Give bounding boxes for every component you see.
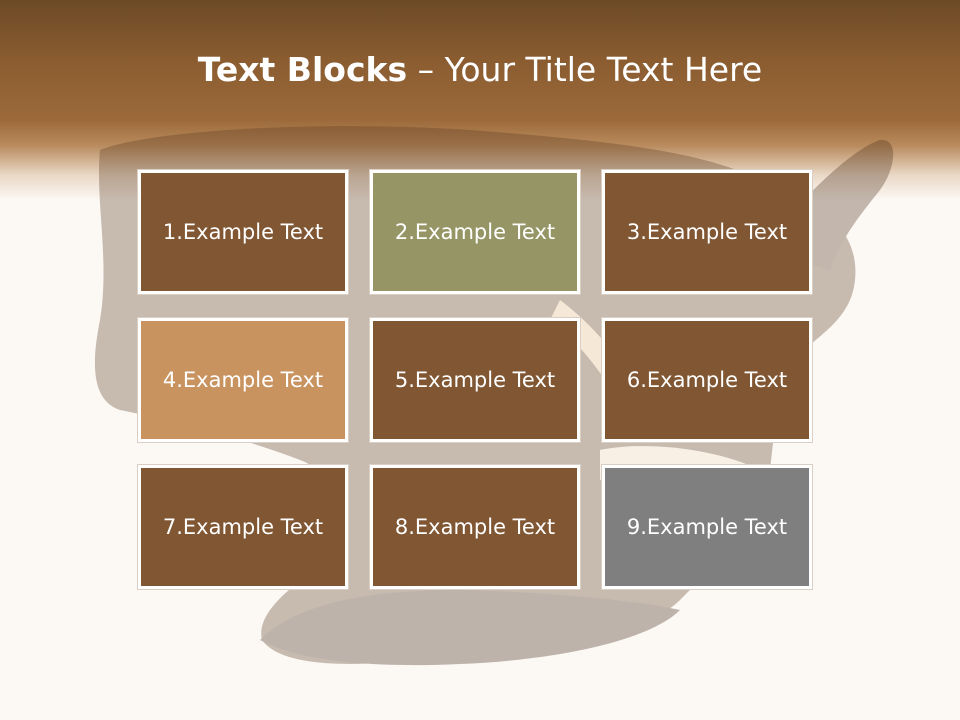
text-block-7-label: 7.Example Text — [162, 515, 324, 539]
title-dash: – — [407, 50, 445, 89]
text-block-2-label: 2.Example Text — [394, 220, 556, 244]
text-block-3[interactable]: 3.Example Text — [602, 170, 812, 294]
header-band — [0, 0, 960, 200]
text-block-2[interactable]: 2.Example Text — [370, 170, 580, 294]
title-rest: Your Title Text Here — [444, 50, 763, 89]
text-block-4-label: 4.Example Text — [162, 368, 324, 392]
text-block-7[interactable]: 7.Example Text — [138, 465, 348, 589]
text-block-3-label: 3.Example Text — [626, 220, 788, 244]
text-block-8[interactable]: 8.Example Text — [370, 465, 580, 589]
text-block-4[interactable]: 4.Example Text — [138, 318, 348, 442]
text-block-6[interactable]: 6.Example Text — [602, 318, 812, 442]
page-title: Text Blocks – Your Title Text Here — [0, 50, 960, 89]
text-block-5-label: 5.Example Text — [394, 368, 556, 392]
text-block-1-label: 1.Example Text — [162, 220, 324, 244]
text-block-6-label: 6.Example Text — [626, 368, 788, 392]
text-block-5[interactable]: 5.Example Text — [370, 318, 580, 442]
text-block-9-label: 9.Example Text — [626, 515, 788, 539]
title-bold: Text Blocks — [197, 50, 408, 89]
text-block-9[interactable]: 9.Example Text — [602, 465, 812, 589]
text-block-1[interactable]: 1.Example Text — [138, 170, 348, 294]
text-block-grid: 1.Example Text 2.Example Text 3.Example … — [138, 170, 816, 594]
text-block-8-label: 8.Example Text — [394, 515, 556, 539]
